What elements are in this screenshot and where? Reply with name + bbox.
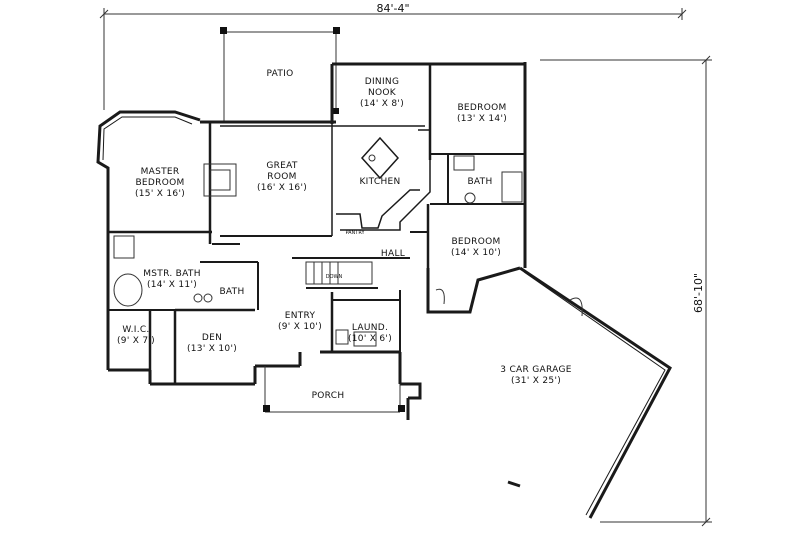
master-label-line1: MASTER bbox=[141, 167, 180, 177]
great-room-label-line1: GREAT bbox=[266, 161, 298, 171]
great-room-size: (16' X 16') bbox=[257, 183, 307, 193]
laundry-label: LAUND. bbox=[352, 323, 388, 333]
great-room-label-line2: ROOM bbox=[267, 172, 296, 182]
bath-2-label: BATH bbox=[219, 287, 244, 297]
garage-size: (31' X 25') bbox=[511, 376, 561, 386]
master-bath-size: (14' X 11') bbox=[147, 280, 197, 290]
hall-label: HALL bbox=[381, 249, 405, 259]
porch-label: PORCH bbox=[312, 391, 345, 401]
den-size: (13' X 10') bbox=[187, 344, 237, 354]
interior-walls bbox=[108, 64, 525, 384]
kitchen-label: KITCHEN bbox=[359, 177, 400, 187]
dining-label-line2: NOOK bbox=[368, 88, 397, 98]
garage-walls bbox=[400, 266, 672, 519]
bedroom-2-label: BEDROOM bbox=[451, 237, 500, 247]
master-label-line2: BEDROOM bbox=[135, 178, 184, 188]
width-dimension-label: 84'-4" bbox=[376, 2, 409, 15]
depth-dimension-line bbox=[540, 55, 712, 527]
patio-label: PATIO bbox=[266, 69, 293, 79]
bedroom-2-size: (14' X 10') bbox=[451, 248, 501, 258]
porch-outline bbox=[263, 366, 405, 413]
laundry-size: (10' X 6') bbox=[348, 334, 392, 344]
patio-outline bbox=[220, 27, 340, 122]
bedroom-1-label: BEDROOM bbox=[457, 103, 506, 113]
pantry-label: PANTRY bbox=[345, 230, 365, 236]
bedroom-1-size: (13' X 14') bbox=[457, 114, 507, 124]
dining-size: (14' X 8') bbox=[360, 99, 404, 109]
den-label: DEN bbox=[202, 333, 222, 343]
entry-size: (9' X 10') bbox=[278, 322, 322, 332]
stair-label: DOWN bbox=[326, 274, 343, 280]
master-bath-label: MSTR. BATH bbox=[143, 269, 201, 279]
depth-dimension-label: 68'-10" bbox=[692, 273, 705, 313]
dining-label-line1: DINING bbox=[365, 77, 399, 87]
bath-1-label: BATH bbox=[467, 177, 492, 187]
garage-label: 3 CAR GARAGE bbox=[500, 365, 571, 375]
entry-label: ENTRY bbox=[285, 311, 316, 321]
wic-size: (9' X 7') bbox=[117, 336, 155, 346]
wic-label: W.I.C. bbox=[122, 325, 149, 335]
master-size: (15' X 16') bbox=[135, 189, 185, 199]
exterior-walls bbox=[96, 62, 527, 386]
width-dimension-line bbox=[99, 8, 687, 110]
